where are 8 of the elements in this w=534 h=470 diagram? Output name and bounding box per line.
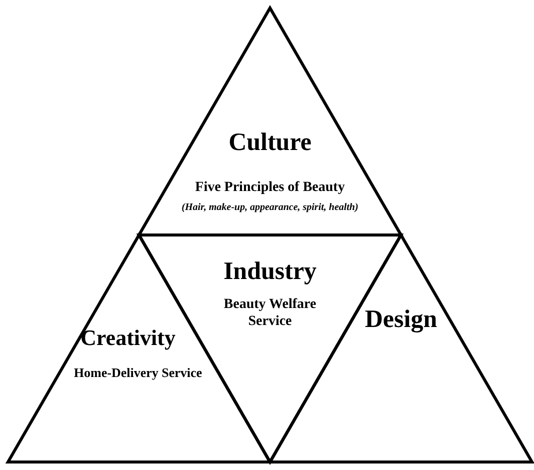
- section-heading: Design: [364, 305, 438, 335]
- section-heading: Industry: [222, 257, 318, 287]
- section-heading: Creativity: [80, 325, 176, 352]
- section-heading: Culture: [228, 128, 312, 158]
- section-subtitle: Home-Delivery Service: [72, 365, 204, 381]
- parenthetical-note: (Hair, make-up, appearance, spirit, health): [180, 202, 360, 214]
- section-subtitle: Beauty Welfare Service: [222, 297, 318, 331]
- section-subtitle: Five Principles of Beauty: [194, 180, 346, 197]
